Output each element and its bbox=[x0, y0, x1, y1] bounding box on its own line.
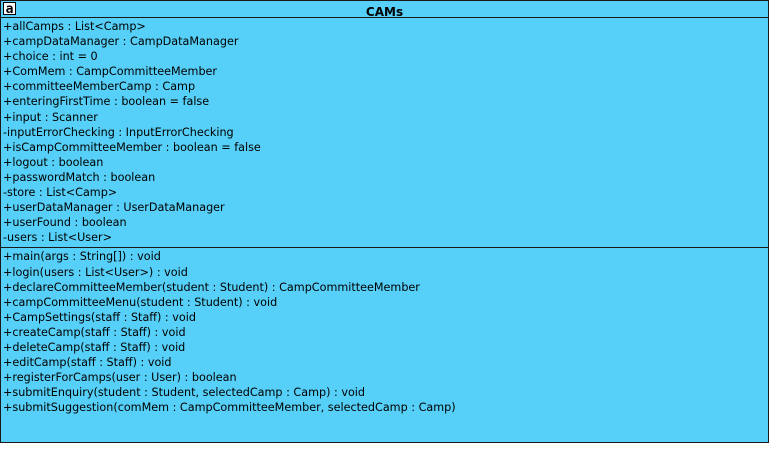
attribute-row: +committeeMemberCamp : Camp bbox=[3, 80, 196, 94]
attribute-row: +logout : boolean bbox=[3, 155, 104, 169]
attribute-row: +campDataManager : CampDataManager bbox=[3, 35, 239, 49]
class-header: a CAMs bbox=[1, 1, 768, 19]
operation-row: +submitSuggestion(comMem : CampCommittee… bbox=[3, 401, 456, 415]
operation-row: +registerForCamps(user : User) : boolean bbox=[3, 371, 237, 385]
attributes-compartment: +allCamps : List<Camp> +campDataManager :… bbox=[1, 18, 768, 249]
attribute-row: +enteringFirstTime : boolean = false bbox=[3, 95, 210, 109]
operation-row: +main(args : String[]) : void bbox=[3, 250, 161, 264]
operation-row: +CampSettings(staff : Staff) : void bbox=[3, 310, 196, 324]
attribute-row: +ComMem : CampCommitteeMember bbox=[3, 65, 218, 79]
attribute-row: +isCampCommitteeMember : boolean = false bbox=[3, 140, 261, 154]
attribute-row: +allCamps : List<Camp> bbox=[3, 20, 146, 33]
operation-row: +createCamp(staff : Staff) : void bbox=[3, 325, 186, 339]
operations-compartment: +main(args : String[]) : void+login(user… bbox=[1, 248, 768, 417]
attribute-row: +input : Scanner bbox=[3, 110, 98, 124]
attribute-row: -users : List<User> bbox=[3, 231, 112, 245]
operation-row: +deleteCamp(staff : Staff) : void bbox=[3, 340, 186, 354]
attribute-row: -store : List<Camp> bbox=[3, 186, 118, 200]
abstract-class-icon: a bbox=[3, 2, 16, 15]
class-name: CAMs bbox=[365, 5, 404, 19]
operation-row: +submitEnquiry(student : Student, select… bbox=[3, 386, 365, 400]
operation-row: +login(users : List<User>) : void bbox=[3, 265, 188, 279]
operation-row: +campCommitteeMenu(student : Student) : … bbox=[3, 295, 278, 309]
operation-row: +declareCommitteeMember(student : Studen… bbox=[3, 280, 420, 294]
operation-row: +editCamp(staff : Staff) : void bbox=[3, 356, 172, 370]
attribute-row: +userFound : boolean bbox=[3, 216, 127, 230]
attribute-row: +choice : int = 0 bbox=[3, 50, 98, 64]
attribute-row: +passwordMatch : boolean bbox=[3, 170, 156, 184]
attribute-row: -inputErrorChecking : InputErrorChecking bbox=[3, 125, 234, 139]
attribute-row: +userDataManager : UserDataManager bbox=[3, 201, 225, 215]
